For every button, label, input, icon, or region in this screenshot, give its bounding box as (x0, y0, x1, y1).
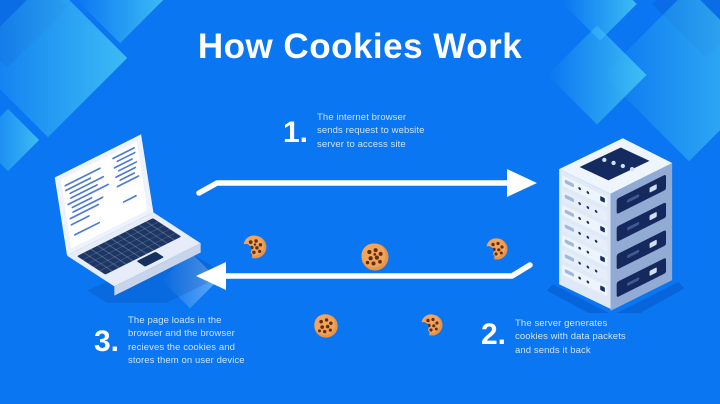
step-1-number: 1. (283, 116, 309, 149)
step-2-number: 2. (481, 318, 507, 351)
bitten-cookie-icon (242, 235, 267, 259)
server-top-panel-dots (602, 157, 635, 172)
server-front-face (559, 169, 611, 309)
step-1: 1. The internet browser sends request to… (283, 111, 425, 151)
step-2: 2. The server generates cookies with dat… (481, 317, 626, 357)
page-title: How Cookies Work (197, 27, 523, 66)
laptop-illustration (54, 134, 213, 303)
laptop-screen-code-lines (64, 147, 140, 236)
step-3-text: The page loads in the browser and the br… (128, 315, 245, 366)
laptop-base-edge (114, 243, 201, 296)
server-illustration (546, 138, 685, 313)
bitten-cookie-icon (485, 238, 508, 260)
laptop-trackpad (137, 252, 164, 267)
bitten-cookie-icon (420, 314, 443, 336)
request-arrow (196, 169, 537, 197)
cookie-icon (314, 314, 338, 338)
step-3: 3. The page loads in the browser and the… (94, 314, 245, 367)
laptop-keyboard (77, 218, 181, 275)
step-1-text: The internet browser sends request to we… (317, 112, 425, 150)
server-side-face (610, 162, 673, 311)
step-3-number: 3. (94, 325, 120, 358)
step-2-text: The server generates cookies with data p… (515, 318, 626, 356)
cookie-icon (361, 243, 389, 271)
